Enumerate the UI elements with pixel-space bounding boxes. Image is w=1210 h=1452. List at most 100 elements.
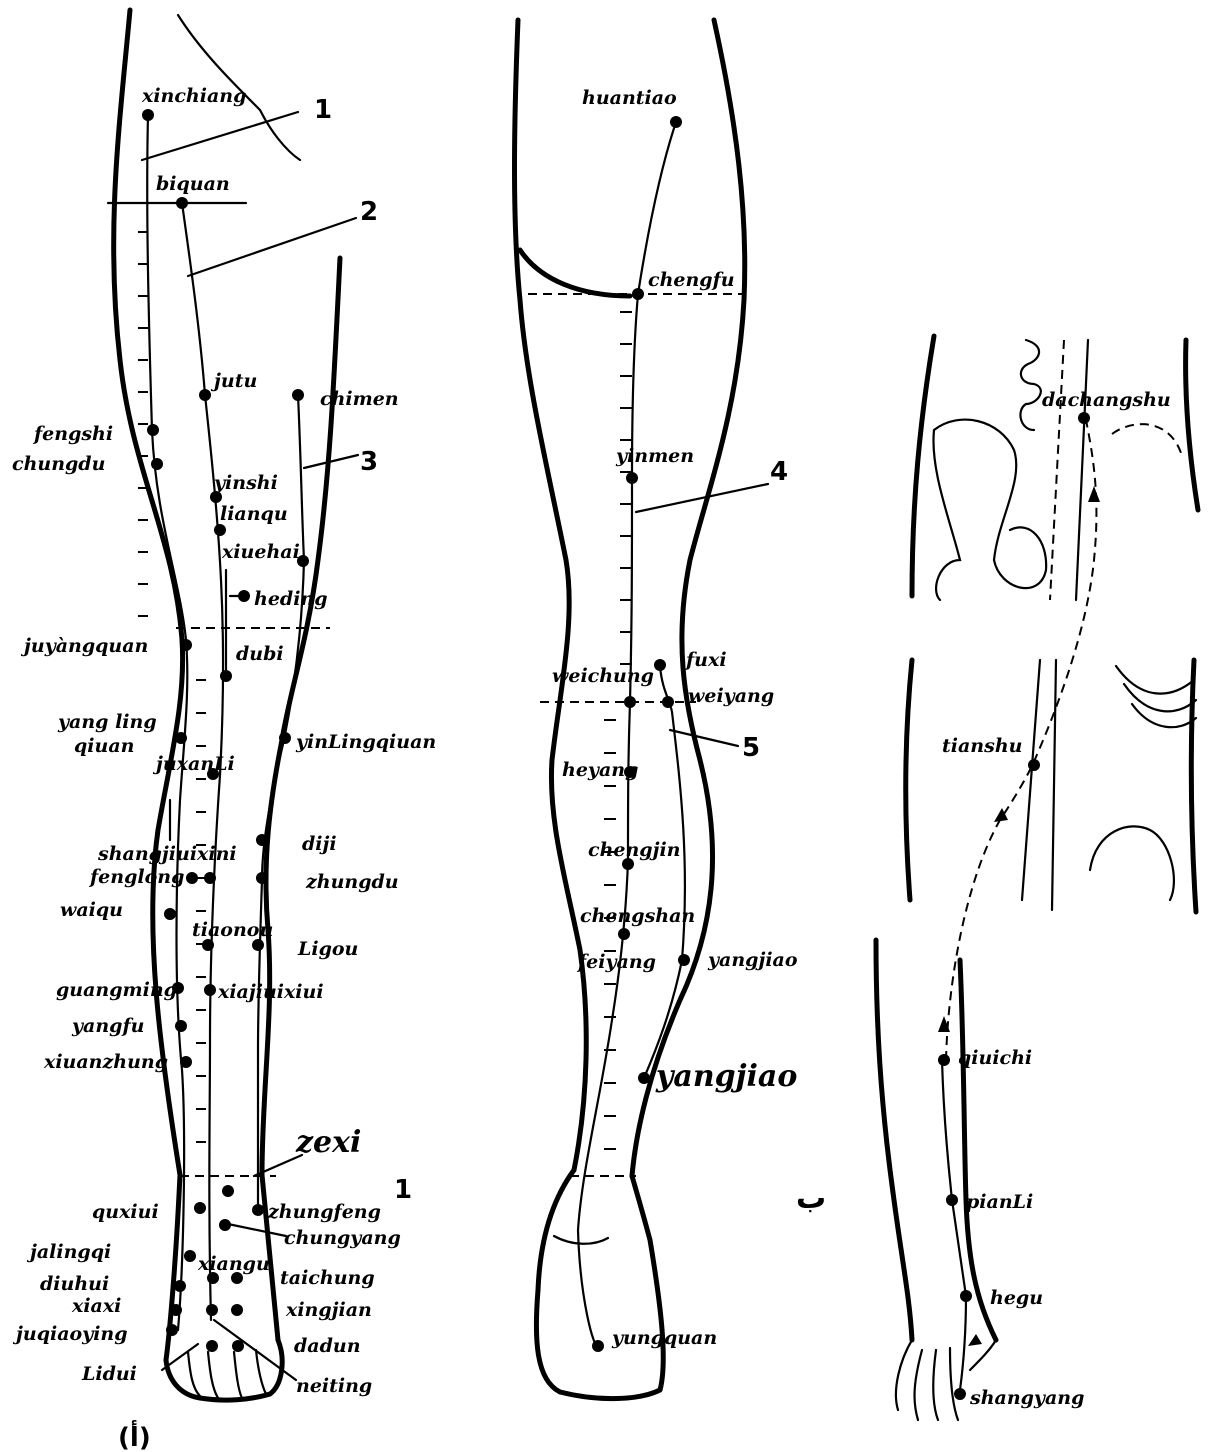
label-tianshu: tianshu (942, 735, 1022, 757)
point-shangjiuixini (204, 872, 216, 884)
label-qiuichi: qiuichi (958, 1047, 1032, 1069)
leader-chungyang (228, 1224, 286, 1236)
label-xiuehai: xiuehai (221, 541, 300, 563)
point-chimen (292, 389, 304, 401)
point-tianshu (1028, 759, 1040, 771)
figure-a-leg-front: xinchiang biquan jutu chimen fengshi chu… (12, 10, 436, 1452)
point-chungdu (151, 458, 163, 470)
point-weichung (624, 696, 636, 708)
point-quxiui (194, 1202, 206, 1214)
point-qiuichi (938, 1054, 950, 1066)
label-chimen: chimen (320, 388, 399, 410)
leader-5 (670, 730, 738, 746)
meridian-number-2: 2 (360, 197, 378, 227)
label-xingjian: xingjian (285, 1299, 372, 1321)
point-xiajiuixiui (204, 984, 216, 996)
label-dubi: dubi (236, 643, 284, 665)
leg-back-outer-contour (515, 20, 587, 1170)
label-xiaxi: xiaxi (71, 1295, 121, 1317)
point-jutu (199, 389, 211, 401)
leader-2 (188, 218, 356, 276)
label-huantiao: huantiao (582, 87, 677, 109)
point-fuxi (654, 659, 666, 671)
panel-label-b: ب (796, 1181, 826, 1216)
point-zexi (222, 1185, 234, 1197)
point-yanglingqiuan (175, 732, 187, 744)
label-juxanli: juxanLi (152, 753, 235, 775)
point-juqiaoying (166, 1324, 178, 1336)
point-yangfu (175, 1020, 187, 1032)
kidney-arc (1112, 424, 1182, 456)
ankle-bone-curve (554, 1236, 608, 1244)
heel-contour (536, 1170, 663, 1399)
ribs (1116, 666, 1196, 727)
point-huantiao (670, 116, 682, 128)
point-neiting (206, 1340, 218, 1352)
point-hegu (960, 1290, 972, 1302)
point-xingjian (231, 1304, 243, 1316)
toe-lines (188, 1350, 266, 1398)
point-zhungfeng (252, 1204, 264, 1216)
point-heding (238, 590, 250, 602)
point-chungyang (219, 1219, 231, 1231)
point-fengshi (147, 424, 159, 436)
leader-1 (142, 112, 298, 160)
label-lidui: Lidui (81, 1363, 137, 1385)
arm-outline-outer (876, 940, 912, 1340)
label-xiajiuixiui: xiajiuixiui (217, 981, 324, 1003)
abdomen-outline-right (1191, 660, 1196, 912)
point-yangjiao-lower (638, 1072, 650, 1084)
point-xinchiang (142, 109, 154, 121)
pelvis-outline-left (912, 336, 934, 596)
label-neiting: neiting (296, 1375, 372, 1397)
measurement-ticks-a (138, 232, 206, 1142)
label-yangjiao-upper: yangjiao (707, 949, 798, 971)
abdomen-line-2 (1052, 660, 1056, 910)
buttock-curve (520, 250, 630, 296)
point-fenglong (186, 872, 198, 884)
point-lianqu (214, 524, 226, 536)
abdomen-outline-left (906, 660, 912, 900)
label-heding: heding (254, 588, 328, 610)
pelvis-outline-right (1186, 340, 1198, 510)
point-jalingqi (184, 1250, 196, 1262)
spine-line-1 (1050, 340, 1064, 600)
label-fuxi: fuxi (684, 649, 727, 671)
label-chengshan: chengshan (580, 905, 695, 927)
meridian-5-line (644, 666, 685, 1078)
point-diji (256, 834, 268, 846)
label-zexi: zexi (295, 1125, 361, 1160)
label-juqiaoying: juqiaoying (12, 1323, 128, 1345)
label-juyangquan: juyàngquan (20, 635, 148, 657)
figure-b-arm-colon: dachangshu tianshu qiuichi pianLi hegu s… (796, 336, 1198, 1420)
point-yungquan (592, 1340, 604, 1352)
route-arrow-hand (968, 1334, 982, 1346)
point-dachangshu (1078, 412, 1090, 424)
point-yangjiao-upper (678, 954, 690, 966)
panel-label-a: (أ) (118, 1420, 151, 1452)
measurement-ticks-b (604, 312, 632, 1149)
point-xiaxi (170, 1304, 182, 1316)
label-tiaonou: tiaonou (192, 919, 273, 941)
label-fenglong: fenglong (88, 866, 184, 888)
leader-neiting (214, 1320, 296, 1380)
arm-outline-inner (960, 960, 996, 1340)
label-quxiui: quxiui (92, 1201, 159, 1223)
label-heyang: heyang (562, 759, 638, 781)
label-taichung: taichung (280, 1267, 375, 1289)
figure-b-leg-back: huantiao chengfu yinmen fuxi weichung we… (515, 20, 798, 1399)
point-weiyang (662, 696, 674, 708)
label-yinmen: yinmen (615, 445, 694, 467)
meridian-number-1: 1 (314, 95, 332, 125)
label-chungdu: chungdu (12, 453, 105, 475)
point-pianli (946, 1194, 958, 1206)
point-zhungdu (256, 872, 268, 884)
label-waiqu: waiqu (60, 899, 123, 921)
point-xiangu-lower (206, 1304, 218, 1316)
label-jalingqi: jalingqi (26, 1241, 111, 1263)
point-diuhui (174, 1280, 186, 1292)
label-ligou: Ligou (297, 938, 358, 960)
label-pianli: pianLi (966, 1191, 1033, 1213)
label-lianqu: lianqu (220, 503, 288, 525)
abdomen-line-1 (1022, 660, 1040, 900)
